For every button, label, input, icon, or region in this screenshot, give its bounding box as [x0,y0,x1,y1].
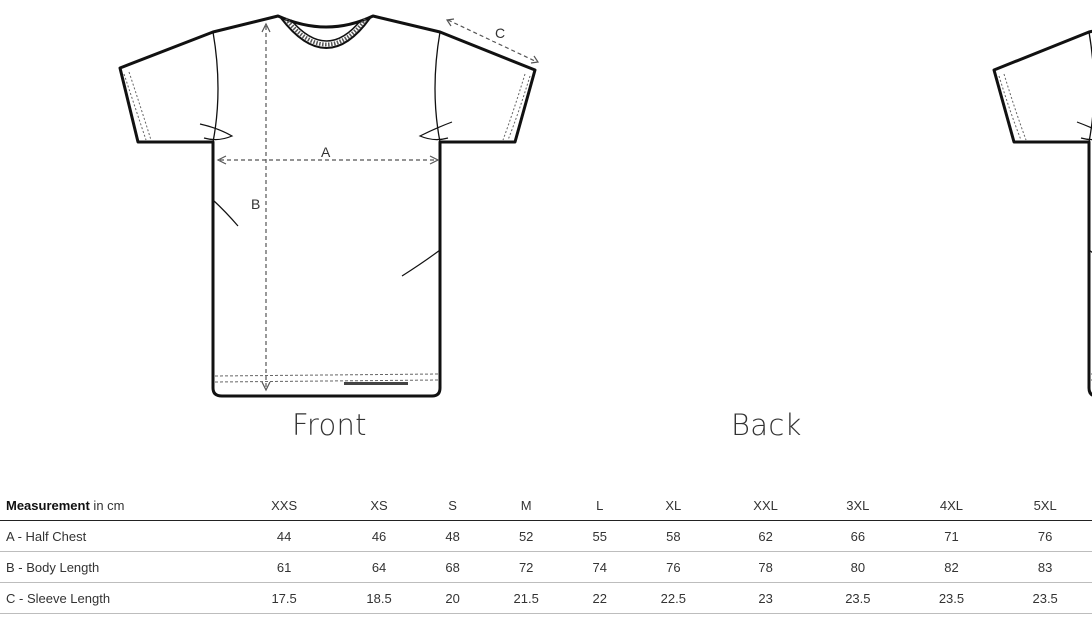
measurement-value: 71 [944,528,959,544]
measurement-label: B - Body Length [6,559,100,575]
measurement-value: 74 [592,559,607,575]
size-header: 4XL [939,497,964,513]
back-view-label: Back [731,408,802,442]
measurement-value: 46 [371,528,387,544]
dimension-b-body-length: B [249,22,271,392]
size-chart-table: Measurement in cm XXS XS S M L XL XXL 3XL 4XL 5XL… [0,490,1092,614]
measurement-value: 21.5 [513,590,539,606]
measurement-value: 18.5 [366,590,392,606]
measurement-value: 80 [850,559,866,575]
dimension-b-label: B [251,196,260,212]
measurement-value: 82 [944,559,959,575]
table-row: C - Sleeve Length 17.5 18.5 20 21.5 22 22.5 23 2… [0,583,1092,614]
measurement-value: 20 [445,590,460,606]
measurement-value: 78 [758,559,773,575]
measurement-value: 22 [592,590,607,606]
tshirt-back-drawing [992,14,1092,398]
measurement-value: 66 [850,528,866,544]
size-header: L [596,497,604,513]
measurement-value: 76 [1037,528,1053,544]
dimension-a-label: A [321,144,331,160]
dimension-a-half-chest: A [216,144,440,165]
dimension-c-sleeve-length: C [445,18,540,64]
measurement-value: 23.5 [938,590,965,606]
measurement-value: 44 [276,528,292,544]
measurement-value: 68 [445,559,460,575]
size-header: 5XL [1033,497,1057,513]
size-header: 3XL [846,497,870,513]
measurement-header: Measurement in cm [6,497,125,513]
table-row: A - Half Chest 44 46 48 52 55 58 62 66 71 76 [0,521,1092,552]
table-header-row: Measurement in cm XXS XS S M L XL XXL 3XL 4XL 5XL [0,490,1092,521]
measurement-label: C - Sleeve Length [6,590,111,606]
table-row: B - Body Length 61 64 68 72 74 76 78 80 82 83 [0,552,1092,583]
measurement-value: 76 [666,559,681,575]
measurement-value: 58 [666,528,681,544]
measurement-value: 61 [276,559,292,575]
measurement-value: 23.5 [1032,590,1058,606]
tshirt-front-drawing [118,14,537,398]
dimension-c-label: C [495,25,505,41]
measurement-value: 52 [518,528,534,544]
measurement-value: 22.5 [660,590,686,606]
measurement-value: 17.5 [271,590,297,606]
measurement-value: 64 [371,559,387,575]
size-header: XXL [753,497,778,513]
tshirt-figures: A B C [118,14,1092,398]
measurement-value: 83 [1037,559,1053,575]
measurement-value: 48 [445,528,460,544]
measurement-label: A - Half Chest [6,528,87,544]
measurement-value: 23 [758,590,773,606]
measurement-value: 72 [518,559,534,575]
size-header: M [520,497,532,513]
size-header: XXS [271,497,298,513]
front-view-label: Front [292,408,367,442]
size-header: S [448,497,457,513]
measurement-value: 55 [592,528,607,544]
size-header: XL [665,497,682,513]
size-header: XS [370,497,388,513]
measurement-value: 23.5 [845,590,871,606]
measurement-value: 62 [758,528,773,544]
